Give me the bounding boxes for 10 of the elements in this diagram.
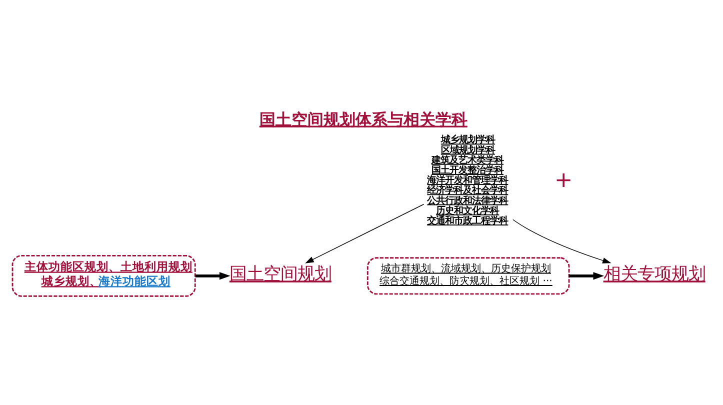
node-text: 国土空间规划 bbox=[229, 264, 332, 284]
arrow bbox=[305, 203, 424, 263]
diagram-title: 国土空间规划体系与相关学科 bbox=[259, 109, 468, 128]
node-text: 相关专项规划 bbox=[603, 264, 706, 284]
node-box: 城市群规划、流域规划、历史保护规划 综合交通规划、防灾规划、社区规划 ··· bbox=[366, 256, 570, 294]
arrow bbox=[195, 272, 230, 280]
label: + bbox=[554, 167, 573, 192]
arrow bbox=[569, 272, 604, 280]
arrow bbox=[512, 218, 612, 263]
node-text: 城乡规划学科 区域规划学科 建筑及艺术类学科 国土开发整治学科 海洋开发和管理学科 经济学科及社会学科 公共行政和法律学科 历史和文化学科 交通和市政工程学科 bbox=[427, 134, 508, 226]
